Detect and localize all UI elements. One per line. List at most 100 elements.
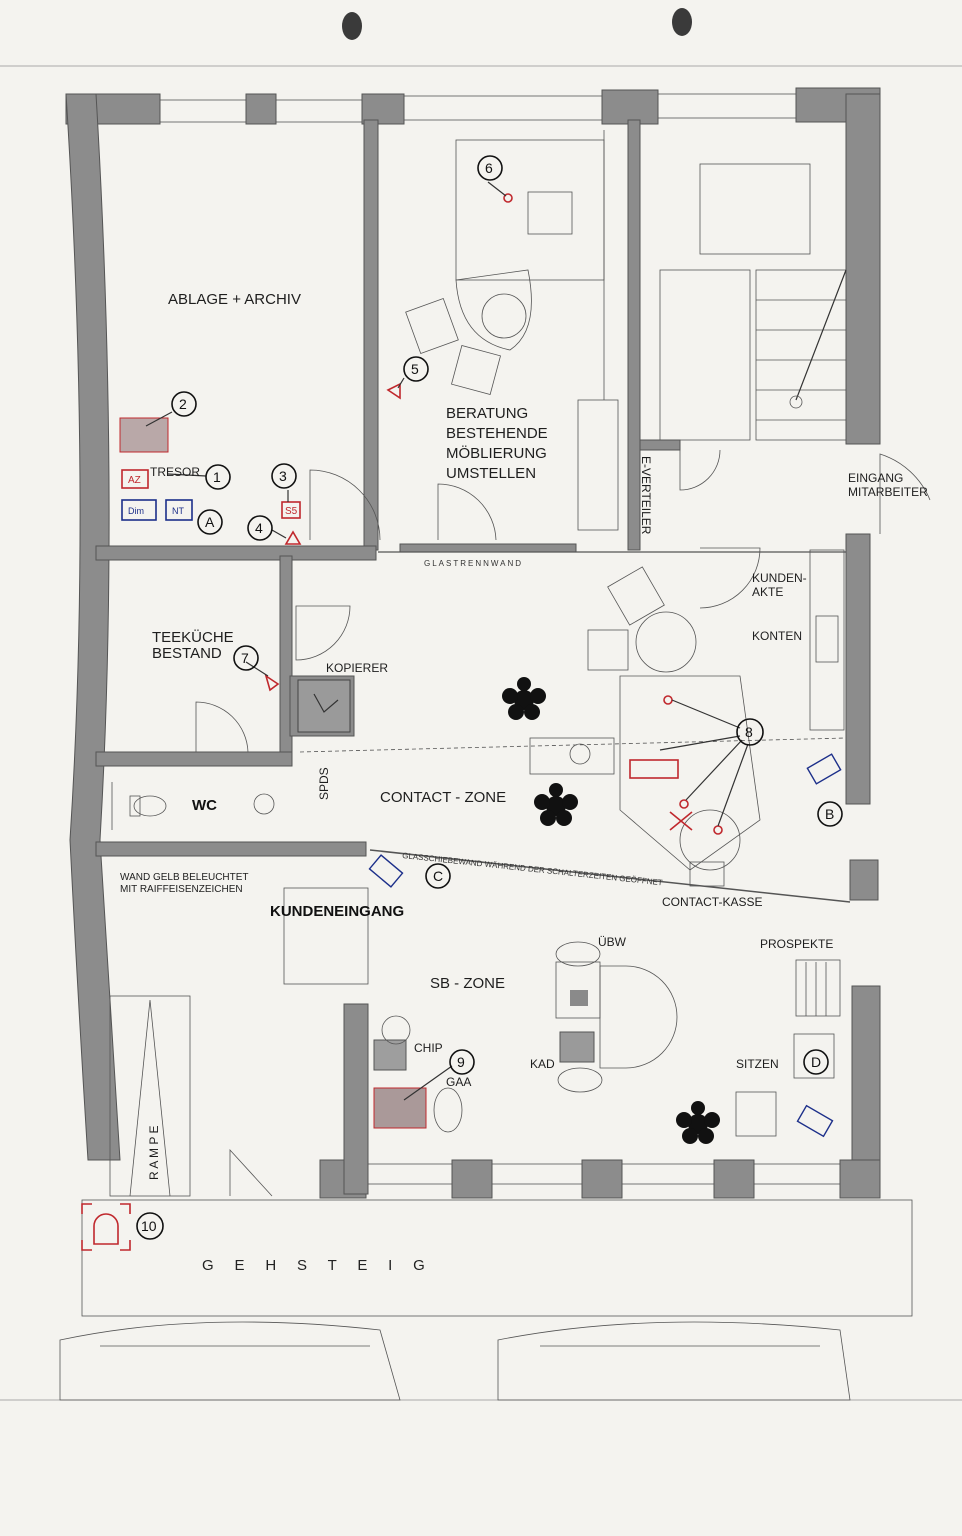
camera-c-symbol [368,854,404,888]
room-labels: ABLAGE + ARCHIV BERATUNG BESTEHENDE MÖBL… [120,291,928,1274]
siren-10 [81,1203,131,1251]
binder-hole-right [672,8,692,36]
svg-text:4: 4 [255,520,263,536]
marker-8: 8 [736,718,764,746]
dim-box [121,499,157,521]
label-sitzen: SITZEN [736,1057,779,1071]
dim-label: Dim [128,506,144,516]
equipment-annotations: AZ Dim NT S5 [81,193,842,1251]
triangle-sensor-5 [386,382,401,400]
marker-a: A [197,509,223,535]
markers: 1 2 3 4 5 6 7 8 9 10 A B C D [136,155,843,1240]
beratung-furniture [405,130,619,531]
marker-2: 2 [171,391,197,417]
marker-10: 10 [136,1212,164,1240]
svg-text:A: A [205,514,215,530]
label-e-verteiler: E-VERTEILER [639,456,653,535]
label-prospekte: PROSPEKTE [760,937,833,951]
label-spds: SPDS [317,767,331,800]
sensor-8b [679,799,689,809]
sensor-8c [713,825,723,835]
svg-text:9: 9 [457,1054,465,1070]
safe-symbol [119,417,169,453]
kopierer-box [297,679,351,733]
marker-3: 3 [271,463,297,489]
label-gaa: GAA [446,1075,471,1089]
label-kad: KAD [530,1057,555,1071]
doors [195,449,931,1197]
label-konten: KONTEN [752,629,802,643]
label-wc: WC [192,797,217,814]
az-box [121,469,149,489]
plant-icon [502,677,546,720]
outer-walls [65,87,881,1199]
marker-7: 7 [233,645,259,671]
svg-text:C: C [433,868,443,884]
label-uebw: ÜBW [598,935,627,949]
cash-desk-alarm [629,759,679,779]
svg-text:1: 1 [213,469,221,485]
triangle-sensor-7 [264,674,280,692]
camera-6 [503,193,513,203]
svg-text:7: 7 [241,650,249,666]
svg-text:D: D [811,1054,821,1070]
svg-text:2: 2 [179,396,187,412]
az-label: AZ [128,475,141,486]
label-teekueche-2: BESTAND [152,645,222,662]
label-kundeneingang: KUNDENEINGANG [270,903,404,920]
wc-fixtures [111,782,275,830]
label-gehsteig: G E H S T E I G [202,1257,425,1274]
svg-text:5: 5 [411,361,419,377]
label-sb-zone: SB - ZONE [430,975,505,992]
camera-d-symbol [796,1104,834,1138]
binder-hole-left [342,12,362,40]
label-kopierer: KOPIERER [326,661,388,675]
nt-label: NT [172,506,184,516]
label-rampe: R A M P E [147,1126,161,1180]
plant-icon [534,783,578,826]
svg-text:6: 6 [485,160,493,176]
label-tresor: TRESOR [150,465,200,479]
contact-zone-furniture [299,549,847,887]
camera-b-symbol [806,753,842,785]
label-wand-1: WAND GELB BELEUCHTET [120,872,249,883]
marker-4: 4 [247,515,273,541]
marker-9: 9 [449,1049,475,1075]
label-contact-kasse: CONTACT-KASSE [662,895,762,909]
marker-5: 5 [403,356,429,382]
plant-icon [676,1101,720,1144]
label-contact-zone: CONTACT - ZONE [380,789,506,806]
label-eingang-1: EINGANG [848,471,903,485]
s5-label: S5 [285,506,298,517]
label-glastrennwand: GLASTRENNWAND [424,559,523,568]
label-teekueche-1: TEEKÜCHE [152,628,234,646]
glass-sliding-wall [369,849,851,903]
label-ablage: ABLAGE + ARCHIV [168,291,301,308]
label-kundenakte-1: KUNDEN- [752,571,807,585]
marker-b: B [817,801,843,827]
plant-icons [502,677,720,1144]
label-chip: CHIP [414,1041,443,1055]
label-beratung-2: BESTEHENDE [446,425,548,442]
marker-d: D [803,1049,829,1075]
svg-text:3: 3 [279,468,287,484]
triangle-sensor-4 [284,530,302,545]
s5-box [281,501,301,519]
sb-zone-furniture [109,887,841,1197]
sensor-8a [663,695,673,705]
svg-text:B: B [825,806,834,822]
svg-text:10: 10 [141,1218,157,1234]
label-wand-2: MIT RAIFFEISENZEICHEN [120,884,243,895]
label-kundenakte-2: AKTE [752,585,783,599]
marker-6: 6 [477,155,503,181]
label-beratung-3: MÖBLIERUNG [446,444,547,462]
staircase [659,163,847,441]
label-eingang-2: MITARBEITER [848,485,928,499]
svg-text:8: 8 [745,724,753,740]
leader-lines [145,181,749,1101]
marker-c: C [425,863,451,889]
nt-box [165,499,193,521]
label-beratung-1: BERATUNG [446,405,528,422]
sidewalk [59,1199,913,1401]
